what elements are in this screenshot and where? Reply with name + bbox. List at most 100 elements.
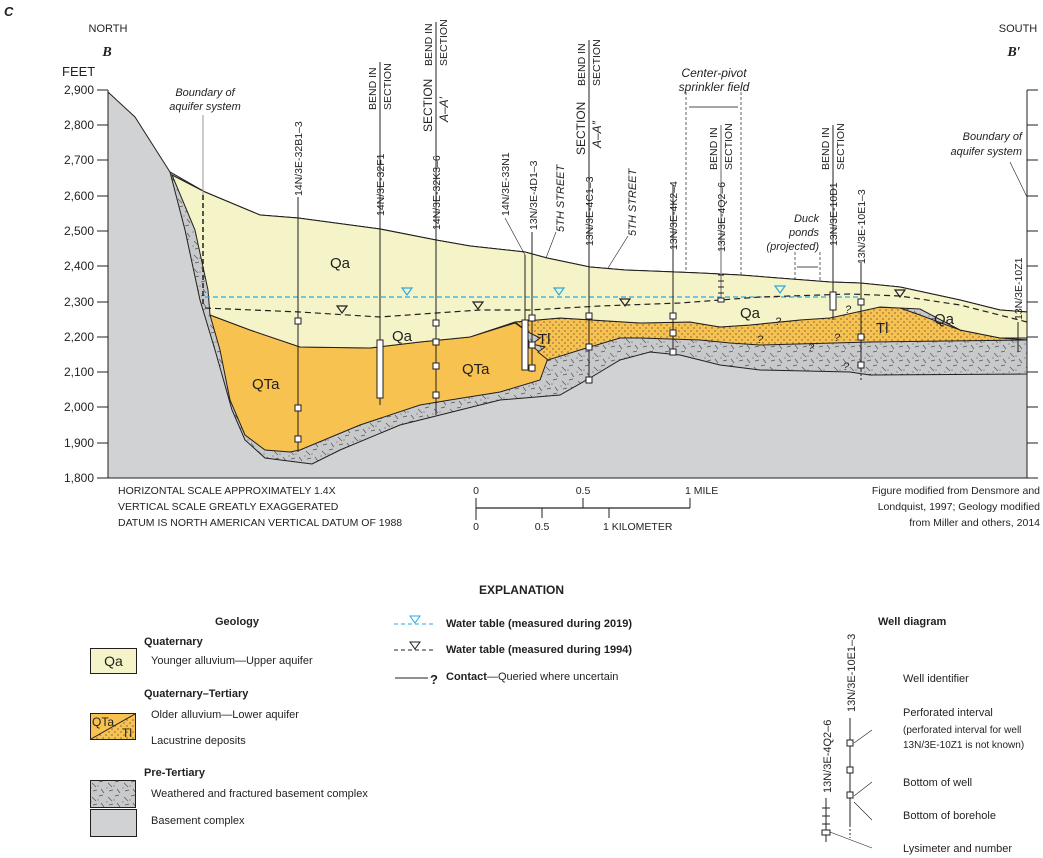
query-mark: ? (808, 342, 815, 354)
tick-label: 2,300 (64, 295, 94, 309)
center-pivot-line2: sprinkler field (679, 80, 750, 94)
bend-label: SECTION (591, 39, 603, 86)
unit-label-qta: QTa (462, 361, 490, 378)
well-label: 13N/3E-4K2–4 (668, 181, 680, 250)
pre-tertiary-heading: Pre-Tertiary (144, 767, 205, 779)
scale-bar (475, 498, 691, 520)
bend-label: SECTION (723, 123, 735, 170)
tick-label: 2,600 (64, 189, 94, 203)
wt1994-label: Water table (measured during 1994) (446, 644, 633, 656)
perf-note: (perforated interval for well (903, 725, 1022, 736)
unit-label-tl: Tl (876, 320, 889, 337)
well-label: 13N/3E-4D1–3 (528, 160, 540, 230)
bend-label: BEND IN (820, 127, 832, 170)
example-lysimeter-label: 13N/3E-4Q2–6 (822, 720, 834, 793)
duck-ponds-line1: Duck (794, 213, 820, 225)
weathered-desc: Weathered and fractured basement complex (151, 788, 368, 800)
query-mark: ? (845, 304, 852, 316)
query-mark: ? (834, 332, 841, 344)
quaternary-heading: Quaternary (144, 636, 203, 648)
wt2019-label: Water table (measured during 2019) (446, 618, 633, 630)
center-pivot-line1: Center-pivot (681, 66, 747, 80)
scale-mile-label: 0.5 (576, 485, 591, 497)
basement-swatch (90, 809, 137, 837)
unit-label-qa: Qa (934, 311, 955, 328)
boundary-right-line2: aquifer system (950, 146, 1022, 158)
street-label: 5TH STREET (627, 167, 639, 236)
well-label: 13N/3E-10Z1 (1013, 257, 1025, 320)
duck-ponds-line2: ponds (788, 227, 819, 239)
tl-desc: Lacustrine deposits (151, 735, 246, 747)
qta-tl-swatch: QTa Tl (90, 713, 136, 740)
b-label: B (101, 45, 111, 60)
well-label: 13N/3E-10D1 (828, 182, 840, 246)
tick-label: 2,200 (64, 330, 94, 344)
scale-mile-label: 1 MILE (685, 485, 718, 497)
contact-query-mark: ? (430, 672, 438, 687)
bottom-borehole-label: Bottom of borehole (903, 810, 996, 822)
tick-label: 2,400 (64, 259, 94, 273)
axis-unit: FEET (62, 64, 95, 79)
qa-swatch: Qa (90, 648, 137, 674)
bend-label: BEND IN (423, 23, 435, 66)
geology-title: Geology (215, 616, 260, 628)
scale-note: HORIZONTAL SCALE APPROXIMATELY 1.4X (118, 485, 336, 497)
bend-label: SECTION (438, 19, 450, 66)
swatch-tl-label: Tl (122, 726, 132, 740)
perf-label: Perforated interval (903, 707, 993, 719)
wells (294, 22, 1019, 452)
well-id-label: Well identifier (903, 673, 969, 685)
query-mark: ? (843, 361, 850, 373)
explanation-title: EXPLANATION (478, 583, 565, 597)
line-symbols (394, 615, 436, 679)
bend-label: SECTION (835, 123, 847, 170)
tick-label: 2,100 (64, 365, 94, 379)
younger-alluvium-qa (171, 173, 1028, 349)
well-label: 14N/3E-32F1 (375, 153, 387, 216)
perf-note: 13N/3E-10Z1 is not known) (903, 740, 1025, 751)
duck-ponds-marker (794, 252, 821, 282)
scale-note: DATUM IS NORTH AMERICAN VERTICAL DATUM O… (118, 517, 402, 529)
well-label: 13N/3E-4C1–3 (584, 176, 596, 246)
b-prime-label: B′ (1006, 45, 1020, 60)
left-axis (97, 89, 109, 479)
contact-label: Contact (446, 671, 487, 683)
bend-label: SECTION (382, 63, 394, 110)
qa-desc: Younger alluvium—Upper aquifer (151, 655, 313, 667)
tick-label: 1,900 (64, 436, 94, 450)
contact-desc: —Queried where uncertain (486, 671, 619, 683)
boundary-right-leader (1009, 161, 1028, 198)
water-table-2019-markers (400, 285, 787, 297)
boundary-left-line2: aquifer system (169, 101, 241, 113)
well-label: 14N/3E-32K3–6 (431, 155, 443, 230)
panel-letter: C (4, 4, 14, 19)
boundary-left-line1: Boundary of (175, 87, 235, 99)
street-label: 5TH STREET (555, 163, 567, 232)
example-well-label: 13N/3E-10E1–3 (846, 634, 858, 712)
section-label: SECTION (421, 79, 435, 132)
south-label: SOUTH (999, 23, 1038, 35)
unit-label-qa: Qa (740, 305, 761, 322)
scale-mile-label: 0 (473, 485, 479, 497)
contact-legend: Contact—Queried where uncertain (446, 671, 618, 683)
unit-label-qa: Qa (392, 328, 413, 345)
well-label: 13N/3E-10E1–3 (856, 189, 868, 264)
scale-km-label: 0 (473, 521, 479, 533)
well-diagram: 13N/3E-10E1–3 13N/3E-4Q2–6 (821, 634, 873, 849)
tick-label: 2,000 (64, 400, 94, 414)
lysimeter-label: Lysimeter and number (903, 843, 1013, 855)
duck-ponds-line3: (projected) (766, 241, 819, 253)
north-label: NORTH (89, 23, 128, 35)
bend-label: BEND IN (367, 67, 379, 110)
qta-desc: Older alluvium—Lower aquifer (151, 709, 299, 721)
bend-label: BEND IN (708, 127, 720, 170)
well-label: 14N/3E-32B1–3 (293, 121, 305, 196)
tick-label: 2,900 (64, 83, 94, 97)
well-label: 14N/3E-33N1 (500, 152, 512, 216)
swatch-qta-label: QTa (92, 715, 114, 729)
quat-tert-heading: Quaternary–Tertiary (144, 688, 249, 700)
basement-desc: Basement complex (151, 815, 245, 827)
bend-label: BEND IN (576, 43, 588, 86)
well-label: 13N/3E-4Q2–6 (716, 182, 728, 252)
right-axis (1026, 89, 1038, 479)
